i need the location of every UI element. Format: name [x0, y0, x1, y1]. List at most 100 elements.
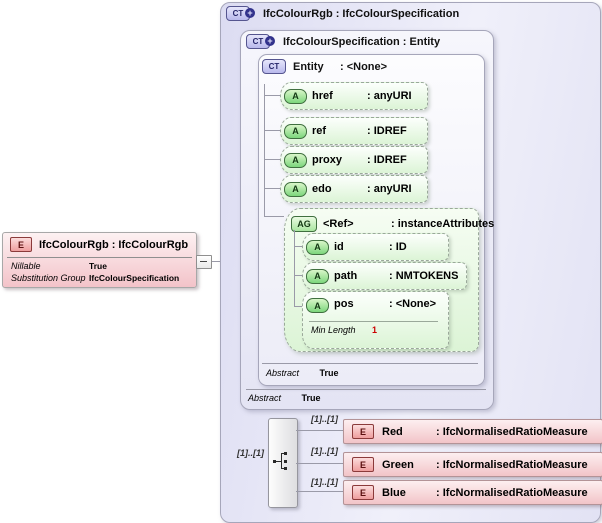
attr-stub	[294, 246, 302, 247]
attribute-type: : <None>	[389, 298, 437, 310]
element-type: : IfcNormalisedRatioMeasure	[436, 486, 588, 499]
attribute-group-type: : instanceAttributes	[391, 218, 495, 230]
substitution-group-label: Substitution Group	[11, 273, 86, 283]
sequence-cardinality: [1]..[1]	[237, 448, 264, 458]
abstract-value: True	[319, 368, 339, 378]
element-green[interactable]: E Green : IfcNormalisedRatioMeasure	[343, 452, 602, 477]
element-name: Blue	[382, 486, 406, 499]
attr-stub	[264, 159, 280, 160]
attribute-href[interactable]: A href : anyURI	[280, 82, 428, 110]
attribute-icon: A	[306, 239, 329, 255]
branch-blue	[296, 491, 343, 492]
branch-green	[296, 463, 343, 464]
attr-stub	[264, 188, 280, 189]
attr-stub	[294, 306, 302, 307]
sequence-icon	[273, 460, 276, 463]
blue-cardinality: [1]..[1]	[311, 477, 338, 487]
basetype-abstract-row: Abstract True	[248, 393, 321, 403]
attr-stub	[264, 130, 280, 131]
attribute-name: href	[312, 90, 333, 102]
attribute-type: : IDREF	[367, 125, 407, 137]
complextype-icon-label: CT	[232, 9, 244, 18]
element-ifccolourrgb[interactable]: E IfcColourRgb : IfcColourRgb Nillable T…	[2, 232, 197, 288]
plus-icon: +	[245, 8, 255, 18]
facet-separator	[309, 321, 438, 322]
attr-connector	[264, 84, 265, 217]
branch-red	[296, 430, 343, 431]
element-name: Red	[382, 425, 403, 438]
attribute-type: : anyURI	[367, 90, 412, 102]
attribute-type: : ID	[389, 241, 407, 253]
element-icon: E	[352, 485, 374, 500]
attr-stub	[264, 95, 280, 96]
abstract-label: Abstract	[266, 368, 300, 378]
basetype-header[interactable]: CT + IfcColourSpecification : Entity	[246, 34, 440, 49]
entity-name: Entity	[293, 60, 324, 73]
complextype-ifccolourrgb-header[interactable]: CT + IfcColourRgb : IfcColourSpecificati…	[226, 6, 459, 21]
abstract-label: Abstract	[248, 393, 282, 403]
attribute-icon: A	[284, 152, 307, 168]
attribute-name: id	[334, 241, 344, 253]
green-cardinality: [1]..[1]	[311, 446, 338, 456]
element-icon: E	[352, 457, 374, 472]
element-blue[interactable]: E Blue : IfcNormalisedRatioMeasure	[343, 480, 602, 505]
facet-value: 1	[372, 325, 378, 335]
entity-abstract-row: Abstract True	[266, 368, 339, 378]
complextype-icon-label: CT	[252, 37, 264, 46]
attribute-type: : anyURI	[367, 183, 412, 195]
attribute-type: : IDREF	[367, 154, 407, 166]
element-type: : IfcNormalisedRatioMeasure	[436, 458, 588, 471]
red-cardinality: [1]..[1]	[311, 414, 338, 424]
element-separator	[7, 257, 192, 258]
attribute-icon: A	[306, 268, 329, 284]
element-icon: E	[10, 237, 32, 252]
element-type: : IfcNormalisedRatioMeasure	[436, 425, 588, 438]
complextype-icon: CT +	[246, 34, 275, 49]
abstract-separator	[246, 389, 486, 390]
facet-label: Min Length	[311, 325, 356, 335]
entity-base: : <None>	[340, 60, 388, 73]
element-title: IfcColourRgb : IfcColourRgb	[39, 238, 189, 251]
collapse-toggle[interactable]	[196, 255, 212, 269]
attribute-path[interactable]: A path : NMTOKENS	[302, 262, 467, 290]
attribute-name: proxy	[312, 154, 342, 166]
complextype-icon: CT	[262, 59, 286, 74]
attribute-icon: A	[306, 298, 329, 313]
attribute-edo[interactable]: A edo : anyURI	[280, 175, 428, 203]
attribute-proxy[interactable]: A proxy : IDREF	[280, 146, 428, 174]
attribute-name: ref	[312, 125, 327, 137]
complextype-icon-label: CT	[268, 62, 280, 71]
facet-min-length: Min Length 1	[311, 325, 377, 335]
attribute-icon: A	[284, 123, 307, 139]
element-icon: E	[352, 424, 374, 439]
attribute-icon: A	[284, 88, 307, 104]
attribute-ref[interactable]: A ref : IDREF	[280, 117, 428, 145]
attr-stub	[264, 216, 284, 217]
attribute-group-header: AG <Ref> : instanceAttributes	[291, 216, 494, 232]
entity-type-header[interactable]: CT Entity : <None>	[262, 59, 387, 74]
abstract-separator	[262, 363, 478, 364]
attribute-name: pos	[334, 298, 354, 310]
element-name: Green	[382, 458, 414, 471]
attribute-type: : NMTOKENS	[389, 270, 459, 282]
element-red[interactable]: E Red : IfcNormalisedRatioMeasure	[343, 419, 602, 444]
sequence-compositor[interactable]	[268, 418, 298, 508]
substitution-group-value: IfcColourSpecification	[89, 273, 180, 283]
attribute-pos[interactable]: A pos : <None> Min Length 1	[302, 291, 449, 349]
attribute-id[interactable]: A id : ID	[302, 233, 449, 261]
complextype-title: IfcColourRgb : IfcColourSpecification	[263, 7, 460, 20]
nillable-value: True	[89, 261, 107, 271]
attr-stub	[294, 275, 302, 276]
basetype-title: IfcColourSpecification : Entity	[283, 35, 441, 48]
nillable-label: Nillable	[11, 261, 41, 271]
abstract-value: True	[301, 393, 321, 403]
plus-icon: +	[265, 36, 275, 46]
attribute-name: path	[334, 270, 358, 282]
element-header: E IfcColourRgb : IfcColourRgb	[10, 237, 188, 252]
complextype-icon: CT +	[226, 6, 255, 21]
attribute-name: edo	[312, 183, 332, 195]
minus-icon	[200, 261, 207, 262]
attribute-group-name: <Ref>	[323, 218, 354, 230]
ag-attr-connector	[294, 230, 295, 307]
